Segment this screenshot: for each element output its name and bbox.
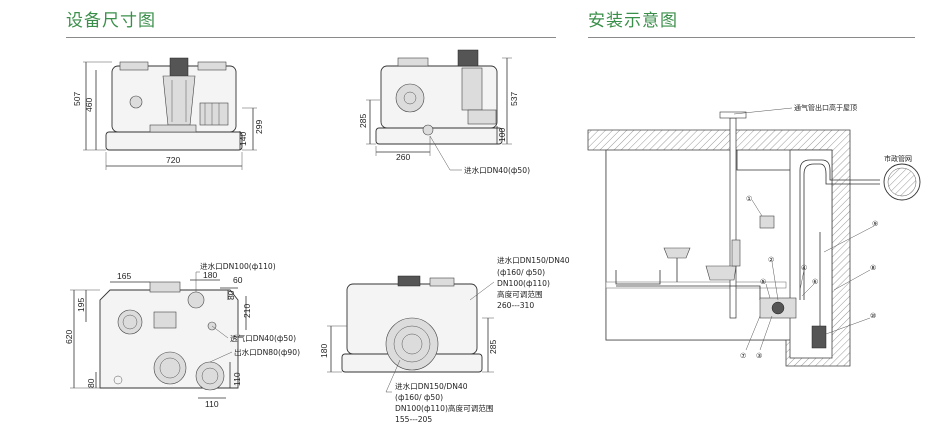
- rear-dim-285: 285: [488, 340, 498, 354]
- left-section-title: 设备尺寸图: [66, 11, 156, 31]
- side-view-dimensions: [366, 57, 512, 171]
- top-dim-620: 620: [64, 330, 74, 344]
- install-callout-1: ①: [746, 195, 752, 203]
- side-view-drawing: [375, 49, 503, 145]
- install-callout-7: ⑦: [740, 352, 746, 360]
- top-dim-195: 195: [76, 298, 86, 312]
- top-dim-210: 210: [242, 304, 252, 318]
- rear-view-drawing: [341, 275, 483, 373]
- install-callout-5: ⑤: [760, 278, 766, 286]
- install-callout-lines: [733, 107, 875, 351]
- install-callout-8: ⑧: [870, 264, 876, 272]
- top-view-drawing: [99, 281, 239, 391]
- top-view-dimensions: [70, 271, 247, 399]
- top-dim-60: 60: [233, 275, 243, 285]
- install-callout-6: ⑥: [812, 278, 818, 286]
- install-callout-3: ③: [756, 352, 762, 360]
- front-view-dimensions: [83, 61, 257, 170]
- top-outlet-label: 出水口DN80(ф90): [234, 347, 300, 357]
- rear-bottom-label-line3: DN100(ф110)高度可调范围: [395, 403, 494, 413]
- install-callout-9: ⑨: [872, 220, 878, 228]
- install-callout-10: ⑩: [870, 312, 876, 320]
- install-municipal-pipe: [883, 163, 921, 201]
- install-callout-4: ④: [801, 264, 807, 272]
- rear-right-label-line3: DN100(ф110): [497, 279, 550, 288]
- rear-right-label-line1: 进水口DN150/DN40: [497, 255, 570, 265]
- install-callout-2: ②: [768, 256, 774, 264]
- top-inlet-label: 进水口DN100(ф110): [200, 261, 276, 271]
- rear-right-label-line2: (ф160/ ф50): [497, 268, 545, 277]
- right-section-title: 安装示意图: [588, 11, 678, 31]
- left-section-rule: [66, 37, 556, 38]
- top-dim-80: 80: [226, 290, 236, 300]
- rear-right-label-line5: 260---310: [497, 301, 534, 310]
- front-dim-299: 299: [254, 120, 264, 134]
- front-dim-140: 140: [238, 132, 248, 146]
- top-vent-label: 透气口DN40(ф50): [230, 333, 296, 343]
- front-dim-507: 507: [72, 92, 82, 106]
- front-view-drawing: [105, 57, 243, 151]
- rear-bottom-label-line2: (ф160/ ф50): [395, 393, 443, 402]
- install-municipal-label: 市政管网: [884, 154, 912, 163]
- side-dim-100: 100: [497, 128, 507, 142]
- install-building: [587, 129, 851, 367]
- top-dim-180: 180: [203, 270, 217, 280]
- side-dim-260: 260: [396, 152, 410, 162]
- install-fixtures: [615, 215, 827, 349]
- rear-view-dimensions: [327, 281, 495, 393]
- side-inlet-label: 进水口DN40(ф50): [464, 165, 530, 175]
- rear-bottom-label-line1: 进水口DN150/DN40: [395, 381, 468, 391]
- top-dim-110-horizontal: 110: [205, 399, 219, 409]
- top-dim-110-vertical: 110: [232, 372, 242, 386]
- right-section-rule: [588, 37, 915, 38]
- front-dim-460: 460: [84, 98, 94, 112]
- side-dim-285: 285: [358, 114, 368, 128]
- top-dim-80b: 80: [86, 378, 96, 388]
- install-vent-note: 通气管出口高于屋顶: [794, 103, 857, 112]
- install-pipes: [616, 111, 880, 340]
- side-dim-537: 537: [509, 92, 519, 106]
- rear-bottom-label-line4: 155---205: [395, 415, 432, 424]
- front-dim-720: 720: [166, 155, 180, 165]
- rear-right-label-line4: 高度可调范围: [497, 289, 543, 299]
- top-dim-165: 165: [117, 271, 131, 281]
- rear-dim-180: 180: [319, 344, 329, 358]
